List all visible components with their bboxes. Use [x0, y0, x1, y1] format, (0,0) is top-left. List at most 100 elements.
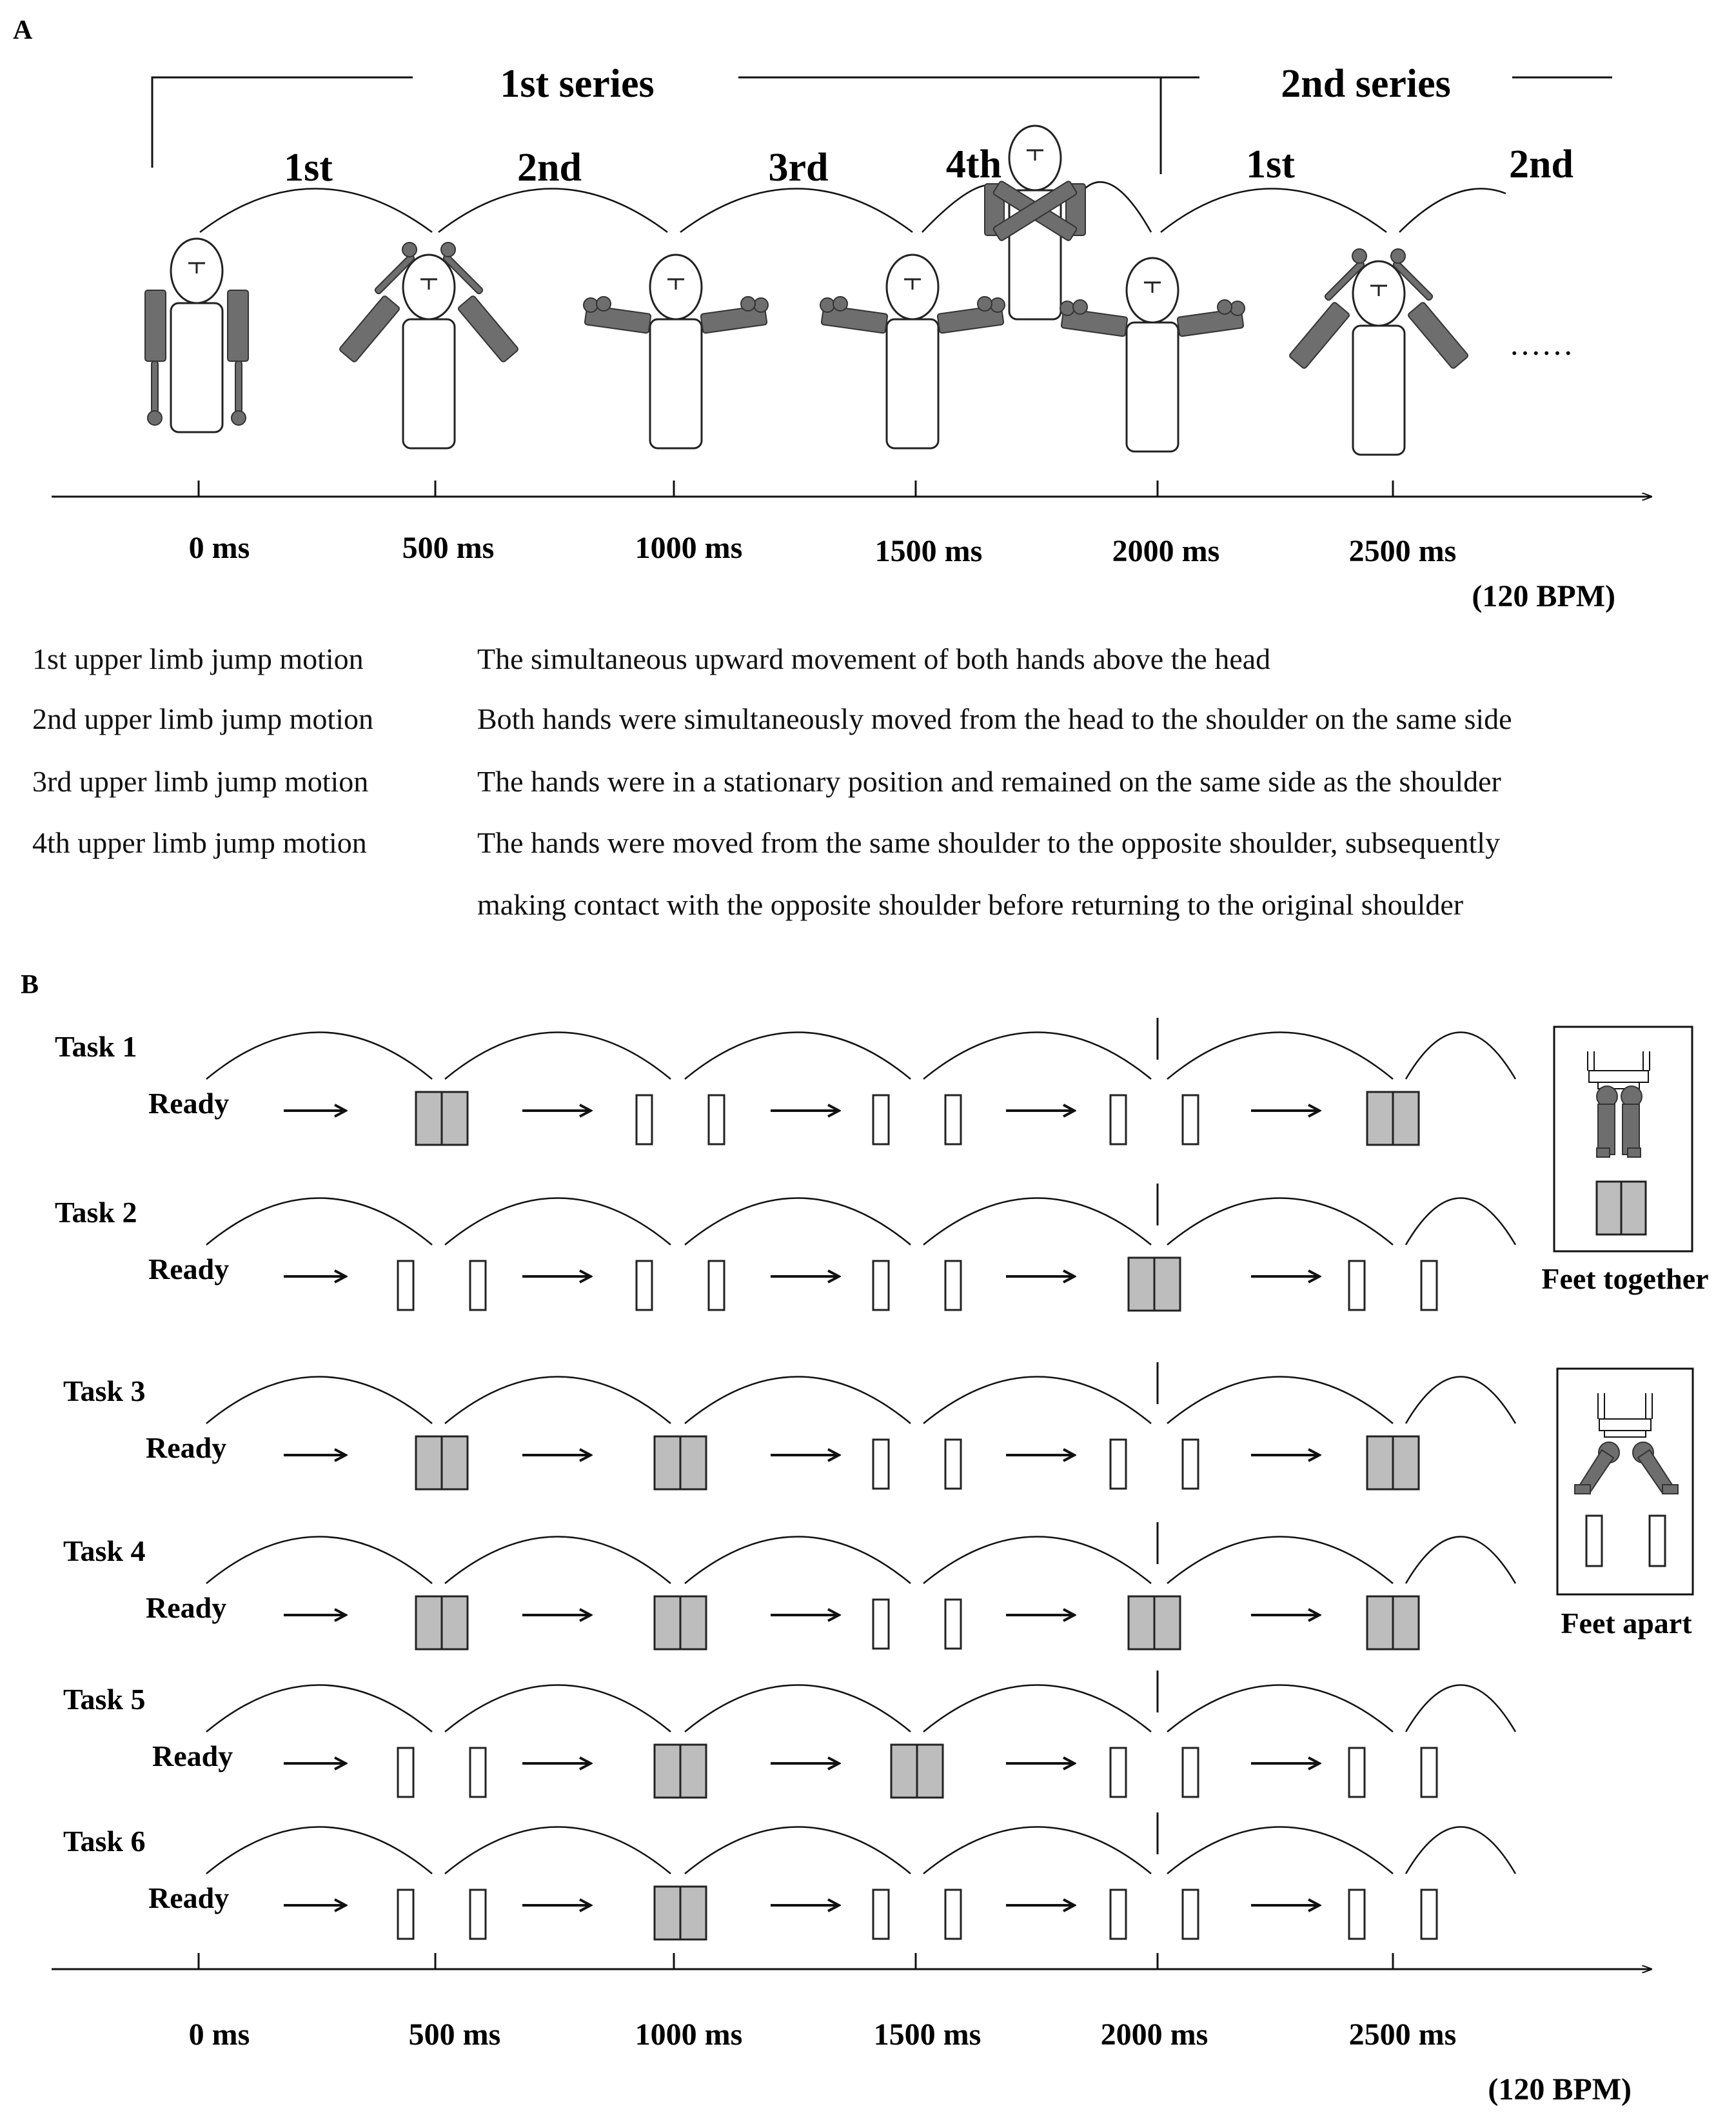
feet-apart-icon [1109, 1438, 1199, 1490]
ready-label: Ready [148, 1087, 229, 1120]
feet-apart-icon [397, 1260, 487, 1311]
feet-apart-icon [635, 1094, 725, 1145]
feet-together-icon [415, 1091, 469, 1146]
legs-apart-icon [1574, 1393, 1679, 1567]
description-term: 4th upper limb jump motion [32, 826, 367, 859]
time-ticks-a [197, 481, 1394, 497]
time-label: 2500 ms [1349, 2018, 1457, 2052]
phase-label: 2nd [1509, 143, 1573, 186]
tempo-label: (120 BPM) [1488, 2072, 1632, 2107]
description-text: The hands were in a stationary position … [477, 765, 1501, 798]
feet-apart-icon [1348, 1260, 1438, 1311]
stick-figure-arms-down [144, 237, 249, 433]
panel-b-label: B [21, 970, 39, 1000]
stick-figure-hands-on-shoulders [820, 253, 1005, 450]
feet-together-icon [1127, 1595, 1181, 1651]
feet-apart-icon [1109, 1094, 1199, 1145]
stick-figure-hands-above-head [339, 242, 518, 450]
legend-feet-apart [1556, 1367, 1694, 1596]
time-label: 0 ms [189, 531, 250, 565]
feet-apart-icon [1348, 1889, 1438, 1940]
stick-figure-hands-above-head [1289, 248, 1468, 456]
jump-arcs-a [199, 181, 1506, 233]
task-name: Task 6 [63, 1825, 145, 1858]
feet-apart-icon [872, 1094, 962, 1145]
feet-apart-icon [1348, 1747, 1438, 1798]
ready-label: Ready [148, 1881, 229, 1914]
time-label: 2000 ms [1112, 534, 1220, 568]
feet-together-icon [415, 1435, 469, 1491]
feet-together-icon [890, 1743, 944, 1799]
task-name: Task 3 [63, 1374, 145, 1407]
feet-apart-icon [635, 1260, 725, 1311]
time-label: 500 ms [409, 2018, 501, 2052]
time-label: 1000 ms [635, 531, 743, 565]
feet-apart-icon [1109, 1747, 1199, 1798]
feet-apart-icon [872, 1260, 962, 1311]
jump-arcs [206, 1031, 1517, 1080]
feet-together-icon [1366, 1595, 1420, 1651]
feet-apart-icon [872, 1889, 962, 1940]
feet-together-icon [1127, 1256, 1181, 1312]
feet-apart-icon [397, 1889, 487, 1940]
phase-label: 1st [284, 146, 333, 190]
phase-label: 2nd [517, 146, 582, 190]
jump-arcs [206, 1684, 1517, 1732]
stick-figure-arms-crossed [984, 124, 1086, 321]
legs-together-icon [1587, 1051, 1650, 1236]
description-text: Both hands were simultaneously moved fro… [477, 702, 1512, 735]
description-term: 1st upper limb jump motion [32, 642, 364, 675]
time-label: 1500 ms [874, 2018, 981, 2052]
stick-figure-hands-on-shoulders [583, 253, 769, 450]
time-label: 500 ms [402, 531, 495, 565]
ready-label: Ready [148, 1253, 229, 1285]
time-label: 0 ms [189, 2018, 250, 2052]
description-text: The simultaneous upward movement of both… [477, 642, 1271, 675]
stick-figure-hands-on-shoulders [1060, 257, 1245, 453]
phase-label: 1st [1246, 143, 1295, 186]
feet-apart-icon [1109, 1889, 1199, 1940]
legend-feet-together [1553, 1026, 1693, 1253]
series-brackets [151, 76, 1612, 174]
feet-together-icon [415, 1595, 469, 1651]
task-name: Task 4 [63, 1534, 145, 1567]
task-row: Task 1 Ready [55, 1018, 1517, 1146]
jump-arcs [206, 1536, 1517, 1584]
description-term: 2nd upper limb jump motion [32, 702, 373, 735]
feet-together-icon [653, 1743, 707, 1799]
jump-arcs [206, 1826, 1517, 1874]
feet-together-icon [653, 1885, 707, 1941]
legend-label-feet-apart: Feet apart [1561, 1607, 1692, 1640]
tempo-label: (120 BPM) [1472, 579, 1615, 613]
phase-label: 3rd [769, 146, 829, 190]
legend-label-feet-together: Feet together [1541, 1262, 1708, 1295]
time-label: 2000 ms [1101, 2018, 1208, 2052]
series-label-2nd: 2nd series [1281, 62, 1451, 106]
description-text: The hands were moved from the same shoul… [477, 826, 1501, 859]
description-text: making contact with the opposite shoulde… [477, 888, 1464, 921]
panel-a-label: A [13, 15, 33, 45]
feet-together-icon [653, 1435, 707, 1491]
time-ticks-b [197, 1953, 1394, 1969]
jump-arcs [206, 1376, 1517, 1424]
task-name: Task 1 [55, 1030, 137, 1063]
feet-apart-icon [397, 1747, 487, 1798]
stick-figures [144, 124, 1468, 456]
jump-arcs [206, 1197, 1517, 1245]
task-name: Task 5 [63, 1683, 145, 1716]
feet-together-icon [1366, 1091, 1420, 1146]
feet-together-icon [1366, 1435, 1420, 1491]
ready-label: Ready [146, 1591, 226, 1624]
phase-label: 4th [946, 143, 1001, 186]
ellipsis: …… [1509, 326, 1573, 362]
ready-label: Ready [146, 1431, 226, 1464]
series-label-1st: 1st series [500, 62, 654, 106]
description-term: 3rd upper limb jump motion [32, 765, 369, 798]
